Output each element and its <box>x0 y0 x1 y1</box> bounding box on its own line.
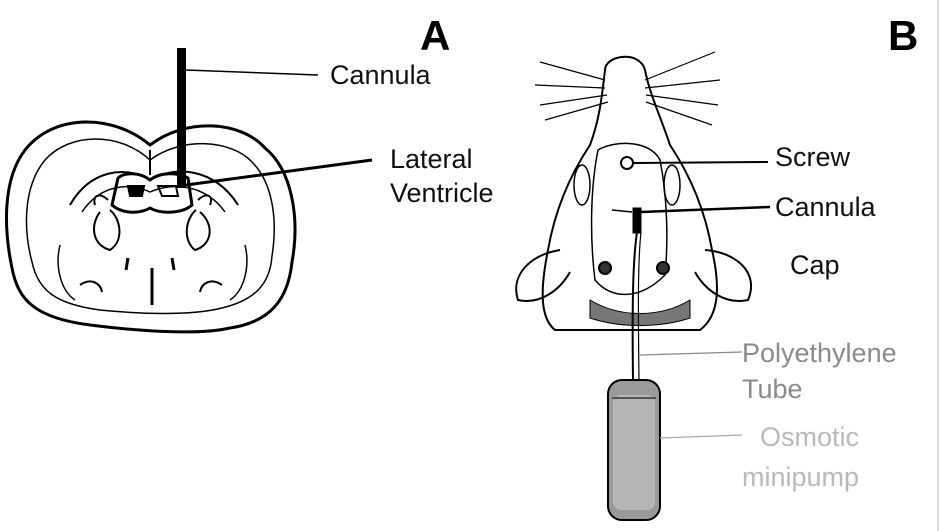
leader-minipump <box>660 435 742 438</box>
osmotic-minipump <box>608 380 660 520</box>
label-polyethylene: Polyethylene <box>742 338 897 368</box>
polyethylene-tube <box>633 232 637 380</box>
label-cap: Cap <box>790 250 840 280</box>
leader-cannula-a <box>186 70 318 75</box>
label-lateral: Lateral <box>390 144 473 174</box>
label-cannula-a: Cannula <box>330 60 431 90</box>
label-screw: Screw <box>775 142 850 172</box>
brain-section <box>6 122 294 332</box>
cannula-a <box>177 48 186 188</box>
label-ventricle: Ventricle <box>390 178 494 208</box>
label-minipump: minipump <box>742 462 859 492</box>
panel-a-letter: A <box>420 12 450 60</box>
leader-tube <box>640 352 742 355</box>
leader-screw <box>632 162 768 163</box>
panel-b-letter: B <box>888 12 918 60</box>
label-osmotic: Osmotic <box>760 422 859 452</box>
label-tube: Tube <box>742 374 803 404</box>
leader-cannula-b <box>641 207 770 212</box>
label-cannula-b: Cannula <box>775 192 876 222</box>
